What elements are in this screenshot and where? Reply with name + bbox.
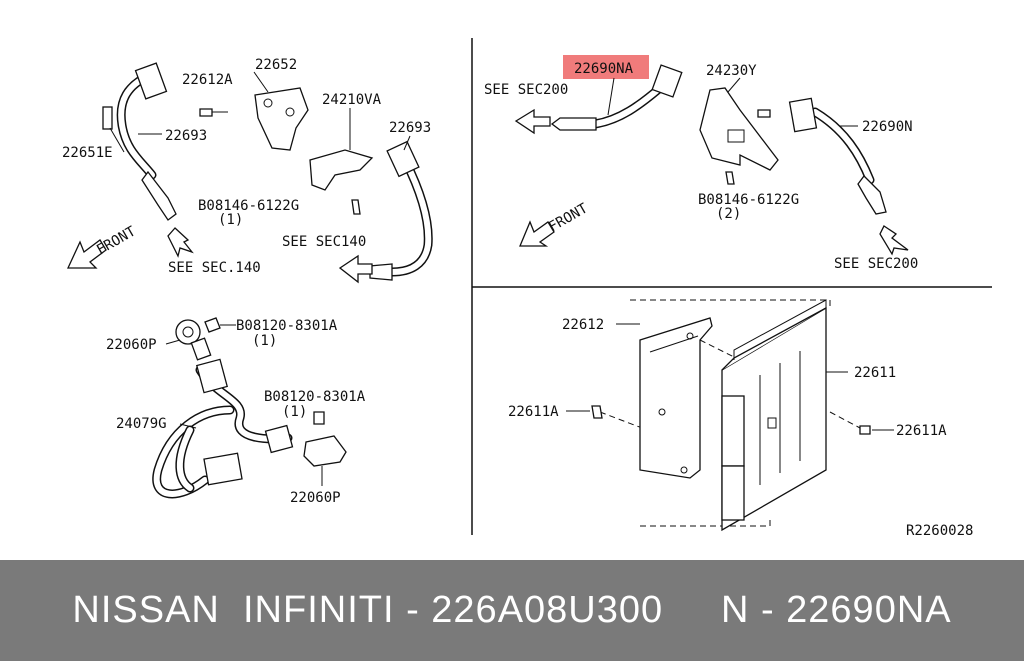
label-see-sec-140: SEE SEC.140 <box>168 260 261 276</box>
sensor-tip-22690n <box>857 175 887 215</box>
connector-left <box>134 62 168 100</box>
label-24079g: 24079G <box>116 416 167 432</box>
label-22611: 22611 <box>854 365 896 381</box>
bolt-08120-bottom <box>313 411 325 425</box>
label-front-left: FRONT <box>94 223 139 258</box>
label-22612a: 22612A <box>182 72 233 88</box>
ecm-connector-lower <box>721 465 745 521</box>
label-22651e: 22651E <box>62 145 113 161</box>
label-bolt-08146-right: B08146-6122G <box>698 192 799 208</box>
section-bottom-right: 22612 22611 22611A 22611A R2260028 <box>508 299 973 539</box>
label-see-sec200-left: SEE SEC200 <box>484 82 568 98</box>
label-front-right: FRONT <box>546 200 591 235</box>
label-bolt-qty-right: (2) <box>716 206 741 222</box>
arrow-front-left <box>66 239 107 269</box>
connector-right <box>386 140 420 178</box>
guide-top <box>630 299 831 310</box>
label-bolt-08120-top: B08120-8301A <box>236 318 338 334</box>
arrow-see-sec-140 <box>167 227 194 258</box>
parts-diagram: 22652 22612A 24210VA 22693 22693 22651E … <box>62 38 992 539</box>
bolt-08146-left <box>351 199 361 215</box>
bracket-22652 <box>254 87 309 151</box>
ecm-connector-upper <box>721 395 745 467</box>
bracket-24230y <box>699 87 779 171</box>
harness-connector-bottom <box>203 452 243 486</box>
knock-sensor-bottom <box>303 435 347 467</box>
label-bolt-qty-bottom: (1) <box>282 404 307 420</box>
label-22693-right: 22693 <box>389 120 431 136</box>
label-bolt-qty-top: (1) <box>252 333 277 349</box>
label-22690na-highlighted: 22690NA <box>574 61 634 77</box>
bracket-24210va <box>309 149 374 191</box>
sensor-tip-22690na <box>550 117 597 131</box>
label-24230y: 24230Y <box>706 63 757 79</box>
label-bolt-08146-left: B08146-6122G <box>198 198 299 214</box>
sensor-tip-right <box>369 263 393 281</box>
label-see-sec200-right: SEE SEC200 <box>834 256 918 272</box>
section-top-left: 22652 22612A 24210VA 22693 22693 22651E … <box>62 57 433 284</box>
arrow-see-sec200-right <box>879 225 909 256</box>
bolt-08146-right <box>725 171 735 185</box>
label-diagram-code: R2260028 <box>906 523 973 539</box>
knock-sensor-top <box>175 319 201 345</box>
arrow-see-sec140 <box>338 254 373 284</box>
harness-connector-top <box>195 358 229 394</box>
arrow-front-right <box>519 220 555 247</box>
highlight-22690na <box>563 55 649 79</box>
connector-22690n <box>788 97 818 133</box>
label-22611a-left: 22611A <box>508 404 559 420</box>
bolt-22612a <box>199 108 213 117</box>
label-see-sec140: SEE SEC140 <box>282 234 366 250</box>
label-24210va: 24210VA <box>322 92 382 108</box>
label-22612: 22612 <box>562 317 604 333</box>
label-bolt-qty-left: (1) <box>218 212 243 228</box>
part-number-banner: NISSAN INFINITI - 226A08U300 N - 22690NA <box>0 560 1024 661</box>
bolt-24230y <box>757 109 771 118</box>
label-22652: 22652 <box>255 57 297 73</box>
clip-22651e <box>102 106 113 130</box>
bolt-22611a-right <box>859 425 871 435</box>
sensor-tip-left <box>141 170 177 221</box>
bolt-08120-top <box>204 317 221 333</box>
connector-22690na <box>651 64 683 98</box>
banner-text: NISSAN INFINITI - 226A08U300 N - 22690NA <box>72 589 952 631</box>
label-22060p-top: 22060P <box>106 337 157 353</box>
bracket-22612 <box>639 317 713 479</box>
label-22060p-bottom: 22060P <box>290 490 341 506</box>
harness-connector-right <box>264 424 294 454</box>
arrow-see-sec200-left <box>514 108 551 135</box>
label-22611a-right: 22611A <box>896 423 947 439</box>
label-bolt-08120-bottom: B08120-8301A <box>264 389 366 405</box>
label-22693-left: 22693 <box>165 128 207 144</box>
bolt-22611a-left <box>591 405 603 419</box>
section-bottom-left: 22060P 24079G 22060P B08120-8301A (1) B0… <box>106 317 366 506</box>
label-22690n: 22690N <box>862 119 913 135</box>
section-top-right: 22690NA SEE SEC200 24230Y 22690N B08146-… <box>484 55 918 272</box>
